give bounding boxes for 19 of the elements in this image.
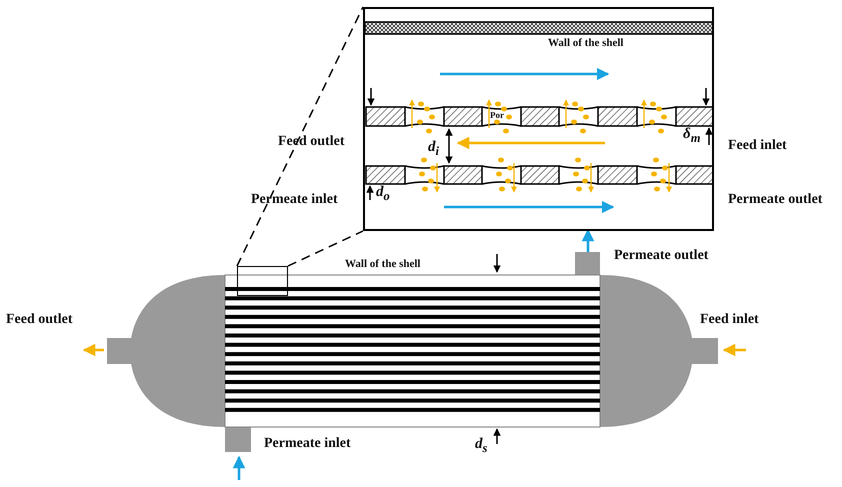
label: Permeate inlet bbox=[251, 193, 338, 207]
dashed-zoom-line bbox=[288, 230, 364, 267]
dashed-zoom-line bbox=[236, 6, 364, 266]
dimension-label: d$_{i}$ bbox=[428, 140, 439, 158]
label: Feed inlet bbox=[700, 313, 759, 327]
label: Feed outlet bbox=[278, 135, 344, 149]
label: Wall of the shell bbox=[548, 38, 624, 49]
label: Por bbox=[490, 111, 504, 120]
dimension-label: d$_{o}$ bbox=[376, 185, 390, 202]
label: Permeate inlet bbox=[264, 437, 351, 451]
zoom-region-box bbox=[237, 266, 288, 296]
zoom-inset-panel bbox=[363, 7, 714, 231]
label: Permeate outlet bbox=[614, 249, 708, 263]
label: Feed outlet bbox=[6, 313, 72, 327]
label: Wall of the shell bbox=[345, 259, 420, 270]
dimension-label: δ$_{m}$ bbox=[683, 127, 700, 144]
dimension-label: d$_{s}$ bbox=[475, 437, 488, 454]
label: Feed inlet bbox=[728, 139, 787, 153]
label: Permeate outlet bbox=[728, 193, 822, 207]
